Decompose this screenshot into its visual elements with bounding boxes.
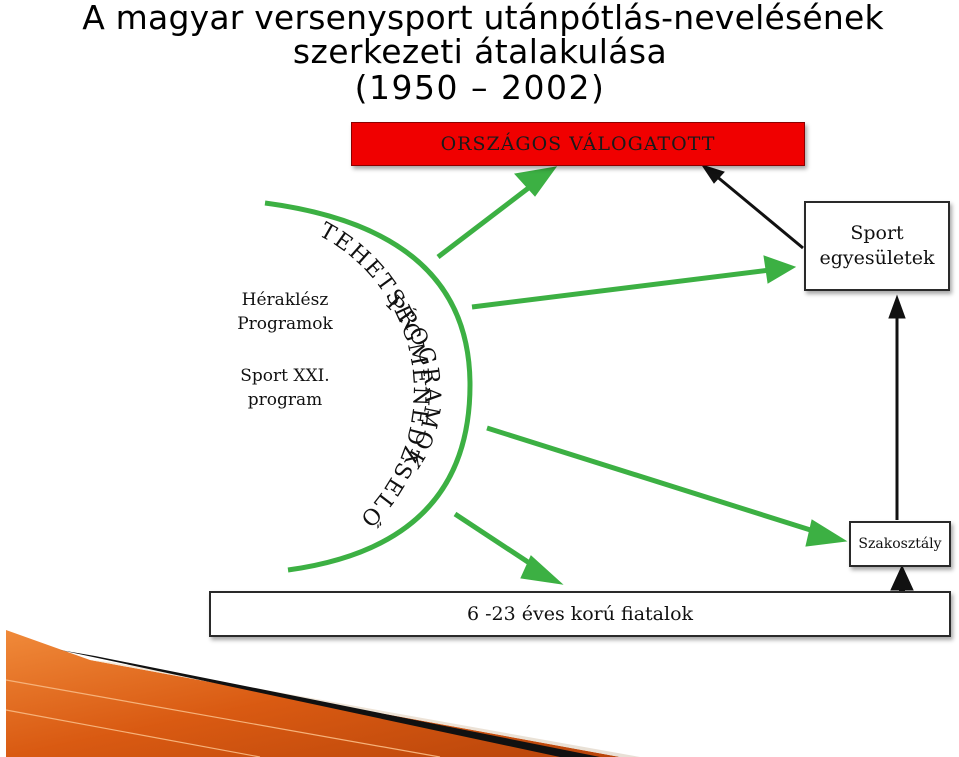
national-team-label: ORSZÁGOS VÁLOGATOTT [440, 133, 716, 155]
title-line-3: (1950 – 2002) [354, 68, 606, 107]
sport-clubs-label-line2: egyesületek [819, 247, 935, 269]
herakles-program-label: Héraklész Programok [215, 288, 355, 336]
sport21-line1: Sport XXI. [240, 366, 330, 386]
title-line-1: A magyar versenysport utánpótlás-nevelés… [82, 0, 884, 37]
black-arrows [700, 164, 914, 592]
arrow-head-section [805, 519, 848, 547]
arrow-to-clubs [471, 267, 771, 310]
arrow-head-youth [520, 555, 564, 585]
national-team-box: ORSZÁGOS VÁLOGATOTT [351, 122, 805, 166]
youth-box: 6 -23 éves korú fiatalok [209, 591, 951, 637]
arrow-clubs-to-national [714, 173, 804, 250]
arrow-to-section [486, 425, 821, 536]
arrow-head-clubs-national [700, 164, 725, 184]
talent-arc [264, 200, 473, 573]
title-line-2: szerkezeti átalakulása [292, 32, 668, 71]
arrow-head-national [514, 166, 558, 197]
black-wedge-stripe [60, 650, 600, 757]
sport21-line2: program [247, 390, 323, 410]
arrow-head-section-clubs [888, 294, 906, 319]
sport21-program-label: Sport XXI. program [215, 364, 355, 412]
herakles-line2: Programok [237, 314, 333, 334]
youth-label: 6 -23 éves korú fiatalok [466, 603, 694, 625]
sport-clubs-box: Sport egyesületek [804, 201, 950, 291]
sport-clubs-label-line1: Sport [850, 222, 904, 244]
arrow-head-youth-section [890, 564, 914, 591]
section-box: Szakosztály [849, 521, 951, 567]
arrow-head-clubs [763, 255, 797, 284]
arrow-to-national [436, 181, 537, 259]
section-label: Szakosztály [858, 536, 942, 552]
wedge-highlight-1 [5, 679, 441, 757]
arrow-to-youth [453, 511, 542, 573]
decorative-wedge [5, 630, 640, 757]
orange-wedge [6, 630, 620, 757]
herakles-line1: Héraklész [241, 290, 329, 310]
wedge-highlight-2 [5, 709, 261, 757]
green-arrows [436, 166, 848, 585]
